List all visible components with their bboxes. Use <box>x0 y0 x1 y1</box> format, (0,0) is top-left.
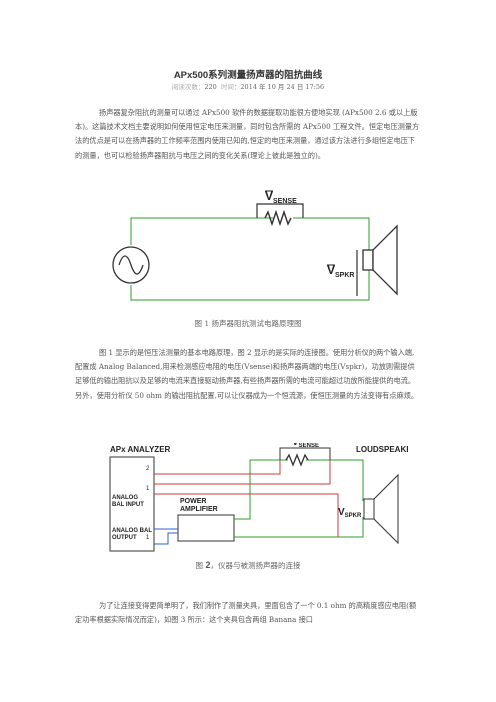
paragraph-fixture: 为了让连接变得更简单明了，我们制作了测量夹具，里面包含了一个 0.1 ohm 的… <box>75 599 420 627</box>
fig2-wire-red-3 <box>154 493 339 537</box>
fig2-wire-red-1 <box>154 460 281 475</box>
fig2-output-label-2: OUTPUT <box>112 535 137 541</box>
fig2-caption-num: 2 <box>205 560 211 570</box>
fig2-input-pin-1: 1 <box>146 486 150 492</box>
fig2-output-pin: 1 <box>146 535 150 541</box>
fig2-amp-label-1: POWER <box>180 498 206 505</box>
fig2-analyzer-label: APx ANALYZER <box>110 445 171 454</box>
fig2-caption-prefix: 图 <box>195 561 206 570</box>
fig2-speaker-label: LOUDSPEAKER <box>356 445 408 454</box>
paragraph-method: 图 1 显示的是恒压法测量的基本电路原理，图 2 显示的是实际的连接图。使用分析… <box>75 346 420 403</box>
views-label: 阅读次数： <box>171 83 205 91</box>
fig2-output-label-1: ANALOG BAL <box>112 528 152 534</box>
publish-date: 2014 年 10 月 24 日 17:56 <box>240 83 325 91</box>
fig1-speaker-cone <box>372 224 398 296</box>
paragraph-intro: 扬声器复杂阻抗的测量可以通过 APx500 软件的数据提取功能很方便地实现 (A… <box>75 106 420 163</box>
fig1-resistor <box>264 209 292 227</box>
fig1-vsense-bracket <box>256 203 304 218</box>
fig2-wire-green-top <box>234 459 288 520</box>
title-prefix: APx500 <box>173 70 209 81</box>
fig2-wire-blue-out <box>154 532 178 545</box>
paragraph-method-text: 图 1 显示的是恒压法测量的基本电路原理，图 2 显示的是实际的连接图。使用分析… <box>75 348 419 400</box>
fig2-speaker-magnet <box>363 498 375 520</box>
paragraph-fixture-text: 为了让连接变得更简单明了，我们制作了测量夹具，里面包含了一个 0.1 ohm 的… <box>75 601 417 625</box>
fig2-analyzer-box <box>109 456 155 552</box>
fig2-input-label-1: ANALOG <box>112 495 138 501</box>
fig2-amp-box <box>177 514 235 542</box>
fig1-wire-bottom <box>130 270 370 301</box>
fig2-input-pin-2: 2 <box>146 466 150 472</box>
fig2-vspkr-label: VSPKR <box>338 507 362 519</box>
title-text: 系列测量扬声器的阻抗曲线 <box>208 70 323 81</box>
time-label: 时间： <box>220 83 241 91</box>
figure-2-connection: APx ANALYZER ANALOG BAL INPUT 2 1 ANALOG… <box>109 443 408 552</box>
paragraph-intro-text: 扬声器复杂阻抗的测量可以通过 APx500 软件的数据提取功能很方便地实现 (A… <box>75 108 420 160</box>
fig1-wire-top <box>130 217 273 245</box>
fig2-vsense-bracket <box>279 447 331 460</box>
fig1-speaker-magnet <box>362 249 374 271</box>
fig2-vsense-label: VSENSE <box>292 443 319 449</box>
fig2-input-label-2: BAL INPUT <box>112 502 144 508</box>
fig2-wire-red-2 <box>154 460 331 485</box>
page-title: APx500系列测量扬声器的阻抗曲线 <box>0 67 496 81</box>
fig2-speaker-cone <box>373 473 399 545</box>
fig2-caption-text: ，仪器与被测扬声器的连接 <box>210 561 301 570</box>
fig1-vspkr-label: VSPKR <box>327 263 354 279</box>
figure-1-caption: 图 1 扬声器阻抗测试电路原理图 <box>194 319 302 328</box>
fig2-resistor <box>285 453 309 467</box>
fig1-vsense-label: VSENSE <box>265 190 297 205</box>
fig2-wire-green-bottom <box>234 517 364 538</box>
fig2-wire-green-top-right <box>306 459 364 501</box>
figure-1-circuit: VSENSE VSPKR <box>112 190 398 301</box>
article-meta: 阅读次数：220 时间：2014 年 10 月 24 日 17:56 <box>0 81 496 91</box>
views-count: 220 <box>204 83 217 91</box>
figure-2-caption: 图 2，仪器与被测扬声器的连接 <box>0 560 496 571</box>
fig2-amp-label-2: AMPLIFIER <box>180 506 218 513</box>
fig1-wire-top-right <box>293 217 370 250</box>
fig1-sine-icon <box>118 255 144 275</box>
